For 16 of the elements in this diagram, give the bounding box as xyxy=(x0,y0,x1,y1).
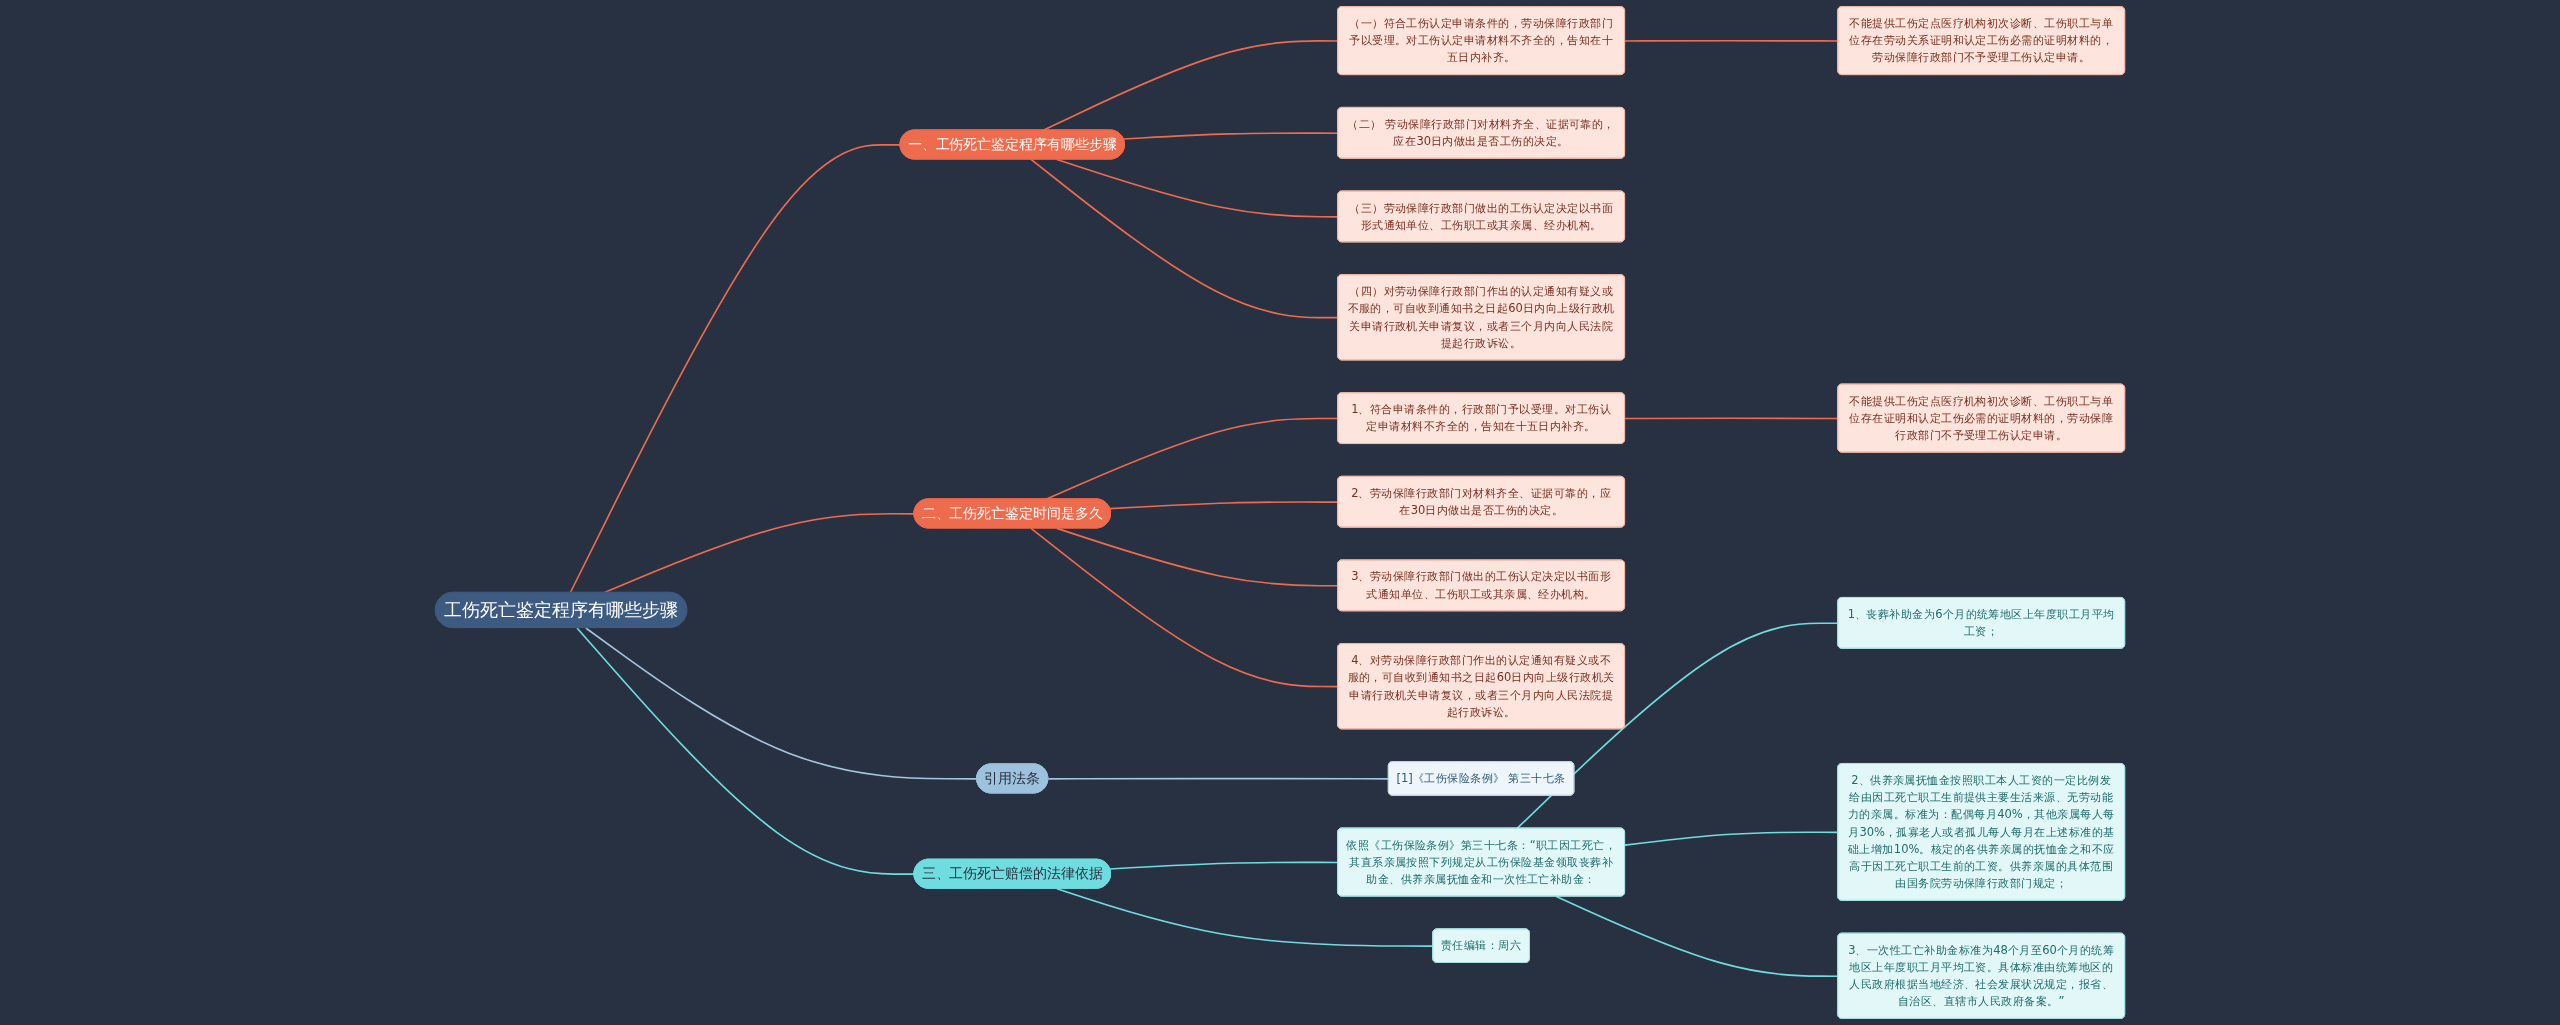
connector xyxy=(1624,417,1839,420)
connector xyxy=(584,627,978,780)
connector xyxy=(1555,895,1839,978)
connector xyxy=(1056,158,1339,218)
connector xyxy=(1056,527,1339,587)
connector xyxy=(1109,861,1339,870)
connector xyxy=(1109,501,1339,510)
connector xyxy=(1056,887,1434,947)
connector xyxy=(1624,831,1839,846)
connector xyxy=(1624,39,1839,42)
connector xyxy=(1030,158,1339,319)
connector xyxy=(1516,622,1839,830)
connector xyxy=(569,144,902,594)
connector xyxy=(1122,132,1339,140)
connector xyxy=(1047,777,1390,780)
connector xyxy=(1030,527,1339,688)
